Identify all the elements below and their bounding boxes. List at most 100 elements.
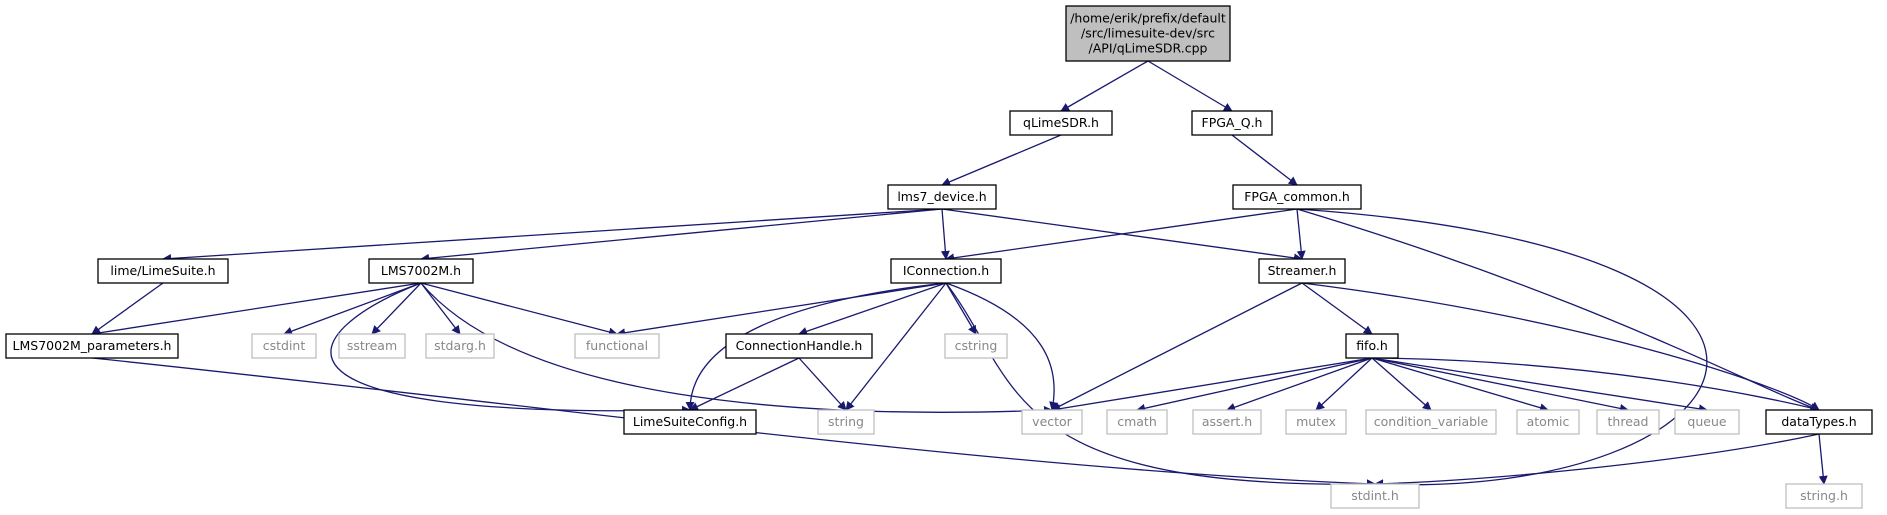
edge-iconnection_h-to-functional (616, 282, 947, 338)
node-box (890, 258, 1002, 284)
node-box (97, 258, 229, 284)
edge-lime_limesuite_h-to-lms7002m_parameters_h (91, 282, 164, 335)
node-label: fifo.h (1356, 338, 1388, 353)
edge-fpga_common_h-to-streamer_h (1296, 208, 1306, 260)
node-box (1232, 184, 1362, 210)
node-fpga_q_h[interactable]: FPGA_Q.h (1191, 110, 1273, 136)
node-stdarg_h: stdarg.h (425, 333, 495, 359)
edge-lms7002m_h-to-lms7002m_parameters_h (91, 282, 422, 338)
edge-lms7002m_h-to-stdarg_h (420, 282, 461, 335)
node-box (5, 333, 179, 359)
edge-lms7002m_h-to-sstream (371, 282, 422, 335)
node-label: ConnectionHandle.h (736, 338, 863, 353)
edge-lms7002m_h-to-functional (420, 282, 618, 337)
edge-iconnection_h-to-stdint_h (945, 282, 1376, 489)
edge-qlimesdr_h-to-lms7_device_h (941, 134, 1062, 187)
node-lime_limesuite_h[interactable]: lime/LimeSuite.h (97, 258, 229, 284)
edge-fifo_h-to-atomic (1371, 357, 1549, 413)
node-label: qLimeSDR.h (1023, 115, 1099, 130)
node-lms7_device_h[interactable]: lms7_device.h (887, 184, 997, 210)
node-label: lms7_device.h (897, 189, 986, 204)
node-box (725, 333, 873, 359)
node-box (1765, 409, 1873, 435)
node-label: string (828, 414, 864, 429)
node-label: functional (586, 338, 648, 353)
node-label: stdint.h (1351, 488, 1399, 503)
edge-fifo_h-to-vector (1051, 357, 1373, 414)
node-limesuiteconfig_h[interactable]: LimeSuiteConfig.h (623, 409, 757, 435)
edge-datatypes_h-to-string_h (1818, 433, 1828, 485)
node-atomic: atomic (1516, 409, 1580, 435)
node-box (944, 333, 1008, 359)
edge-iconnection_h-to-cstring (945, 282, 977, 335)
node-label: string.h (1800, 488, 1848, 503)
node-label: vector (1032, 414, 1073, 429)
node-box (338, 333, 406, 359)
node-connectionhandle_h[interactable]: ConnectionHandle.h (725, 333, 873, 359)
node-box (1191, 110, 1273, 136)
node-thread: thread (1596, 409, 1660, 435)
edge-iconnection_h-to-limesuiteconfig_h (685, 282, 947, 411)
node-box (1285, 409, 1347, 435)
edge-connectionhandle_h-to-limesuiteconfig_h (689, 357, 800, 411)
node-string_h: string.h (1785, 483, 1863, 509)
edge-fifo_h-to-datatypes_h (1371, 357, 1820, 413)
edge-lms7_device_h-to-iconnection_h (940, 208, 950, 260)
node-cstring: cstring (944, 333, 1008, 359)
node-datatypes_h[interactable]: dataTypes.h (1765, 409, 1873, 435)
node-streamer_h[interactable]: Streamer.h (1258, 258, 1346, 284)
node-label: cstdint (263, 338, 306, 353)
node-mutex: mutex (1285, 409, 1347, 435)
node-string: string (817, 409, 875, 435)
edge-fpga_common_h-to-stdint_h (1296, 208, 1708, 489)
node-label: condition_variable (1374, 414, 1489, 429)
node-box (1345, 333, 1399, 359)
node-label: /API/qLimeSDR.cpp (1089, 41, 1208, 56)
node-root[interactable]: /home/erik/prefix/default/src/limesuite-… (1065, 5, 1231, 62)
node-label: /home/erik/prefix/default (1070, 11, 1226, 26)
node-label: FPGA_Q.h (1202, 115, 1263, 130)
node-fifo_h[interactable]: fifo.h (1345, 333, 1399, 359)
node-label: dataTypes.h (1781, 414, 1856, 429)
node-label: LMS7002M.h (381, 263, 461, 278)
node-box (1192, 409, 1262, 435)
node-lms7002m_parameters_h[interactable]: LMS7002M_parameters.h (5, 333, 179, 359)
node-label: cstring (955, 338, 998, 353)
node-stdint_h: stdint.h (1330, 483, 1420, 509)
node-label: LMS7002M_parameters.h (13, 338, 172, 353)
node-label: FPGA_common.h (1244, 189, 1350, 204)
node-cstdint: cstdint (251, 333, 317, 359)
node-fpga_common_h[interactable]: FPGA_common.h (1232, 184, 1362, 210)
node-qlimesdr_h[interactable]: qLimeSDR.h (1009, 110, 1113, 136)
edge-fpga_common_h-to-datatypes_h (1296, 208, 1820, 412)
node-box (1516, 409, 1580, 435)
node-label: cmath (1117, 414, 1157, 429)
node-lms7002m_h[interactable]: LMS7002M.h (368, 258, 474, 284)
edge-fpga_common_h-to-iconnection_h (945, 208, 1298, 263)
node-box (1065, 5, 1231, 62)
edge-layer (91, 60, 1828, 489)
node-iconnection_h[interactable]: IConnection.h (890, 258, 1002, 284)
edge-lms7_device_h-to-lime_limesuite_h (162, 208, 943, 263)
node-label: IConnection.h (903, 263, 989, 278)
node-box (425, 333, 495, 359)
edge-iconnection_h-to-vector (945, 282, 1058, 411)
edge-lms7002m_h-to-cstdint (283, 282, 422, 336)
edge-streamer_h-to-vector (1051, 282, 1303, 411)
edge-iconnection_h-to-string (845, 282, 947, 411)
edge-fifo_h-to-mutex (1315, 357, 1373, 411)
node-box (251, 333, 317, 359)
node-box (368, 258, 474, 284)
node-box (1365, 409, 1497, 435)
node-box (887, 184, 997, 210)
node-box (1021, 409, 1083, 435)
edge-datatypes_h-to-stdint_h (1374, 433, 1820, 489)
node-label: mutex (1296, 414, 1336, 429)
edge-lms7002m_h-to-vector (420, 282, 1053, 415)
node-label: LimeSuiteConfig.h (633, 414, 747, 429)
node-label: lime/LimeSuite.h (110, 263, 215, 278)
node-label: /src/limesuite-dev/src (1081, 26, 1215, 41)
node-label: thread (1608, 414, 1649, 429)
node-functional: functional (574, 333, 660, 359)
